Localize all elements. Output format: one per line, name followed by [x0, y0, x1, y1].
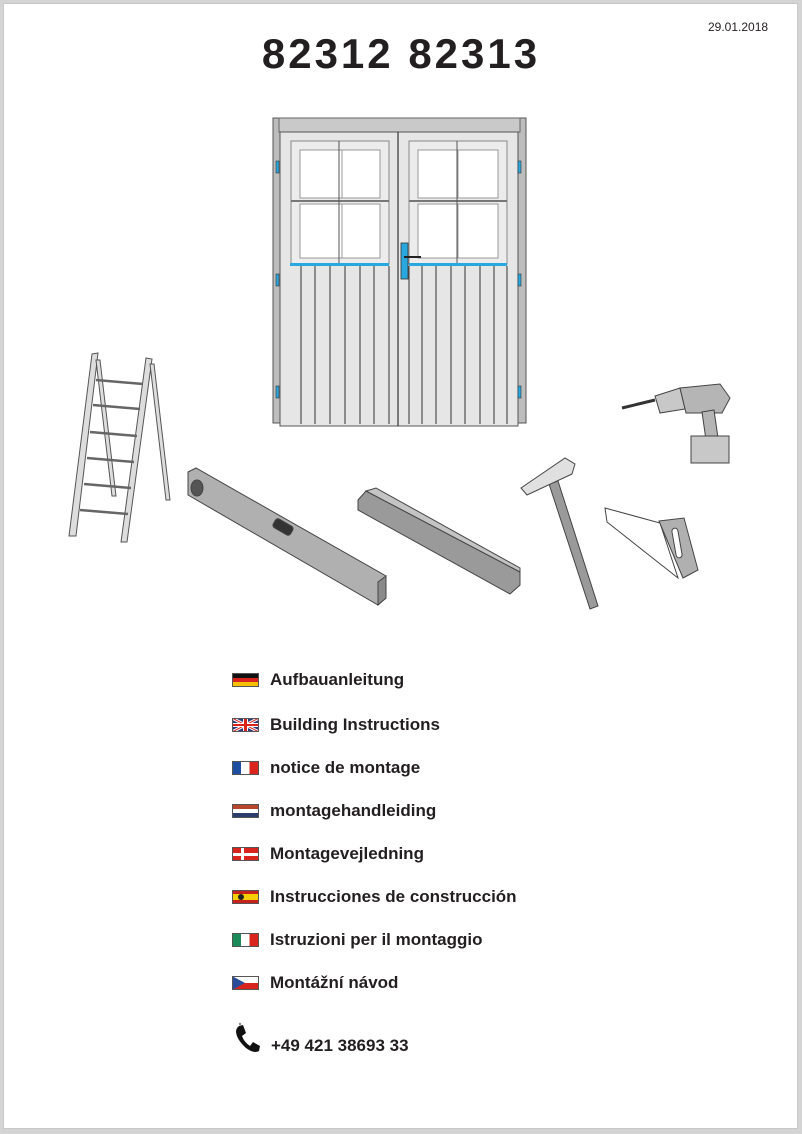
spain-flag-icon — [232, 890, 259, 904]
assembly-illustration — [68, 117, 731, 610]
language-label: Instrucciones de construcción — [270, 887, 517, 906]
language-label: montagehandleiding — [270, 801, 437, 820]
ladder-drawing — [68, 352, 171, 543]
france-flag-icon — [232, 761, 259, 775]
phone-icon — [236, 1022, 260, 1052]
language-item-da[interactable]: Montagevejledning — [232, 842, 424, 866]
denmark-flag-icon — [232, 847, 259, 861]
language-item-it[interactable]: Istruzioni per il montaggio — [232, 928, 483, 952]
language-label: Montážní návod — [270, 973, 399, 992]
double-door-drawing — [272, 117, 527, 427]
czech-flag-icon — [232, 976, 259, 990]
spirit-level-drawing — [187, 467, 387, 607]
language-label: Building Instructions — [270, 715, 440, 734]
cordless-drill-drawing — [621, 383, 731, 464]
hand-saw-drawing — [604, 507, 699, 580]
italy-flag-icon — [232, 933, 259, 947]
language-label: notice de montage — [270, 758, 421, 777]
hammer-drawing — [520, 457, 599, 610]
language-label: Montagevejledning — [270, 844, 424, 863]
language-label: Istruzioni per il montaggio — [270, 930, 483, 949]
language-label: Aufbauanleitung — [270, 670, 405, 689]
contact-phone[interactable]: +49 421 38693 33 — [232, 1022, 409, 1055]
folding-ruler-drawing — [357, 487, 521, 595]
language-item-en[interactable]: Building Instructions — [232, 713, 440, 737]
netherlands-flag-icon — [232, 804, 259, 818]
phone-number: +49 421 38693 33 — [271, 1036, 409, 1055]
document-date: 29.01.2018 — [708, 20, 769, 34]
language-item-cs[interactable]: Montážní návod — [232, 971, 398, 995]
uk-flag-icon — [232, 718, 259, 732]
germany-flag-icon — [232, 673, 259, 687]
language-item-de[interactable]: Aufbauanleitung — [232, 668, 404, 692]
language-item-nl[interactable]: montagehandleiding — [232, 799, 436, 823]
product-numbers-title: 82312 82313 — [261, 30, 541, 77]
language-item-fr[interactable]: notice de montage — [232, 756, 420, 780]
language-item-es[interactable]: Instrucciones de construcción — [232, 885, 517, 909]
